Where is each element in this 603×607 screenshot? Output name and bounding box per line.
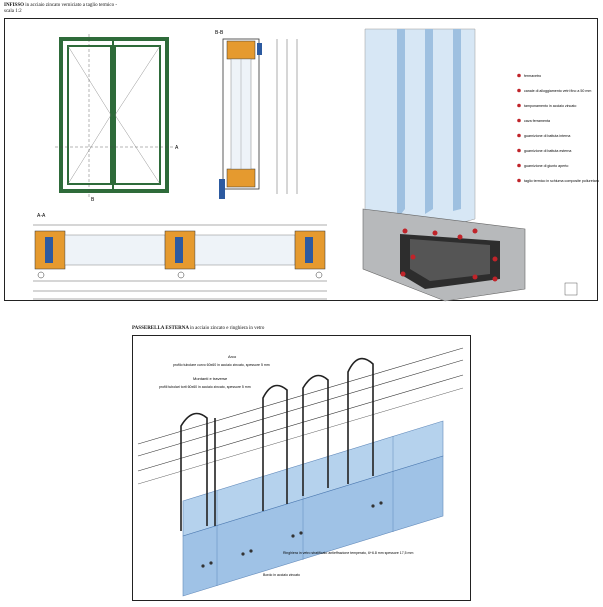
section-bb-label: B-B bbox=[215, 30, 224, 36]
legend-item: guarnizione di giunto aperto bbox=[524, 164, 568, 168]
cut-b-label: B bbox=[91, 197, 95, 203]
glass-railing bbox=[182, 420, 444, 597]
legend-marker bbox=[517, 178, 521, 183]
legend-marker bbox=[517, 103, 521, 108]
walkway-drawing-sheet: Arco profilo tubolare curvo 60x60 in acc… bbox=[132, 335, 471, 601]
label-montanti: Montanti e traverse bbox=[193, 376, 228, 381]
section-bb: B-B bbox=[215, 30, 298, 199]
legend-marker bbox=[517, 163, 521, 168]
profile-3d-render bbox=[362, 28, 526, 302]
label-bordo: Bordo in acciaio zincato bbox=[263, 573, 300, 577]
window-drawing-sheet: A B B-B A-A bbox=[4, 18, 603, 302]
sheet1-scale: scala 1:2 bbox=[4, 9, 22, 14]
legend-marker bbox=[517, 118, 521, 123]
legend-marker bbox=[517, 73, 521, 78]
label-arco: Arco bbox=[228, 354, 237, 359]
legend-item: fermavetro bbox=[524, 74, 541, 78]
label-ringhiera: Ringhiera in vetro stratificato antieffr… bbox=[283, 551, 413, 555]
profile-legend: fermavetro canale di alloggiamento vetri … bbox=[517, 73, 603, 183]
window-drawing-svg: A B B-B A-A bbox=[33, 28, 603, 302]
anchor-bolts bbox=[201, 501, 383, 568]
legend-item: taglio termico in schiuma composite poli… bbox=[524, 179, 599, 183]
legend-item: canale di alloggiamento vetri fino a 50 … bbox=[524, 89, 591, 93]
walkway-slab bbox=[137, 347, 464, 485]
sheet2-title: PASSERELLA ESTERNA in acciaio zincato e … bbox=[132, 326, 472, 332]
section-aa-label: A-A bbox=[37, 213, 46, 219]
label-arco-desc: profilo tubolare curvo 60x60 in acciaio … bbox=[173, 363, 270, 367]
section-aa: A-A bbox=[33, 213, 327, 300]
legend-item: cava ferramenta bbox=[524, 119, 550, 123]
legend-item: guarnizione di battuta interna bbox=[524, 134, 570, 138]
sheet1-title: INFISSO in acciaio zincato verniciato a … bbox=[4, 3, 304, 15]
legend-marker bbox=[517, 148, 521, 153]
sheet1-title-rest: in acciaio zincato verniciato a taglio t… bbox=[25, 3, 118, 8]
sheet2-title-rest: in acciaio zincato e ringhiera in vetro bbox=[189, 326, 265, 331]
legend-marker bbox=[517, 88, 521, 93]
legend-marker bbox=[517, 133, 521, 138]
sheet2-title-bold: PASSERELLA ESTERNA bbox=[132, 326, 189, 331]
legend-item: guarnizione di battuta esterna bbox=[524, 149, 571, 153]
window-elevation: A B bbox=[55, 34, 179, 203]
legend-item: tamponamento in acciaio zincato bbox=[524, 104, 576, 108]
sheet1-title-bold: INFISSO bbox=[4, 3, 25, 8]
label-montanti-desc: profili tubolari torti 60x60 in acciaio … bbox=[159, 385, 251, 389]
walkway-drawing-svg: Arco profilo tubolare curvo 60x60 in acc… bbox=[137, 347, 464, 597]
walkway-arches bbox=[180, 357, 374, 531]
cut-a-label: A bbox=[175, 145, 179, 151]
